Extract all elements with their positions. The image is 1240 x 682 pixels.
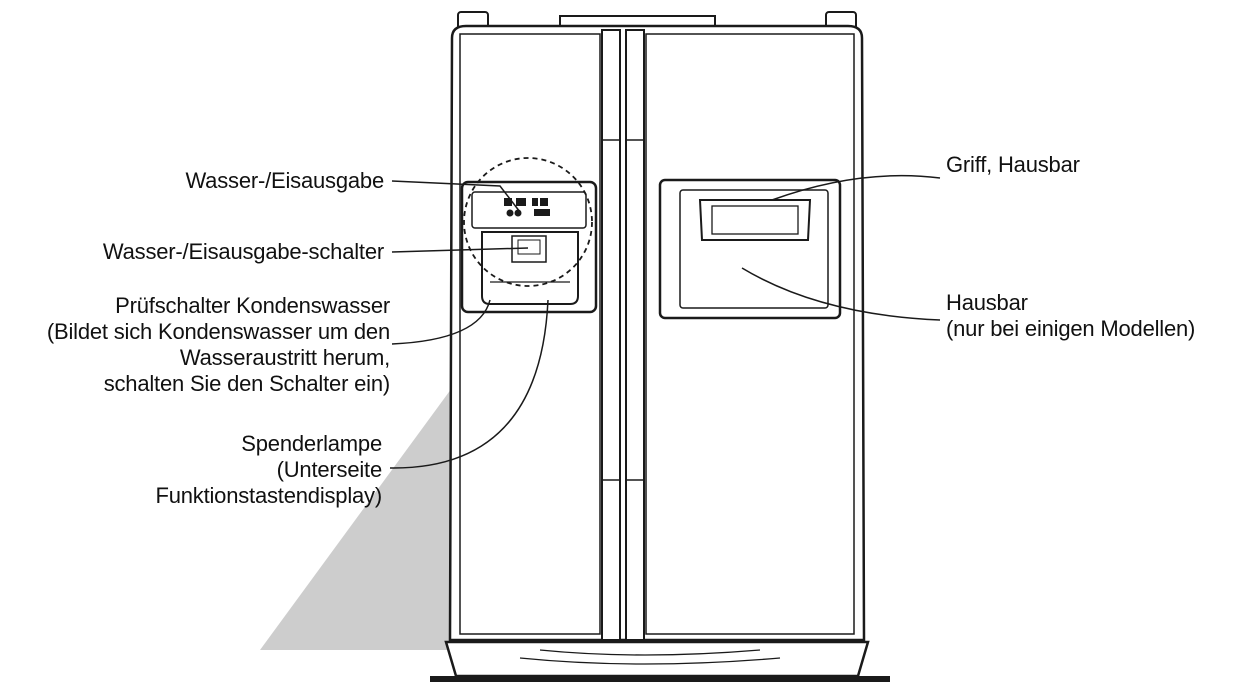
label-dispenser-switch: Wasser-/Eisausgabe-schalter — [102, 239, 384, 264]
leader-dispenser-lamp — [389, 299, 549, 469]
top-center-cap — [559, 15, 716, 27]
control-panel-icons — [504, 198, 550, 217]
dispenser-highlight-circle — [463, 157, 593, 287]
dispenser-control-panel — [471, 191, 587, 229]
label-homebar: Hausbar (nur bei einigen Modellen) — [946, 290, 1196, 341]
leader-dispenser — [391, 180, 521, 213]
leader-handle — [771, 174, 941, 201]
base-grille — [444, 640, 870, 678]
floor-shadow — [430, 676, 890, 682]
homebar-door — [679, 189, 829, 309]
label-dispenser: Wasser-/Eisausgabe — [185, 168, 384, 193]
right-handle — [625, 29, 645, 641]
left-door — [459, 33, 601, 635]
label-condensation-switch: Prüfschalter Kondenswasser (Bildet sich … — [46, 293, 390, 396]
leader-dispenser-switch — [391, 247, 529, 253]
leader-condensation-switch — [391, 299, 491, 345]
right-door — [645, 33, 855, 635]
leader-homebar — [741, 267, 941, 321]
label-dispenser-lamp: Spenderlampe (Unterseite Funktionstasten… — [155, 431, 382, 508]
left-handle — [601, 29, 621, 641]
dispenser-recess — [481, 231, 579, 305]
label-handle-homebar: Griff, Hausbar — [946, 152, 1080, 177]
fridge-body — [448, 24, 866, 642]
